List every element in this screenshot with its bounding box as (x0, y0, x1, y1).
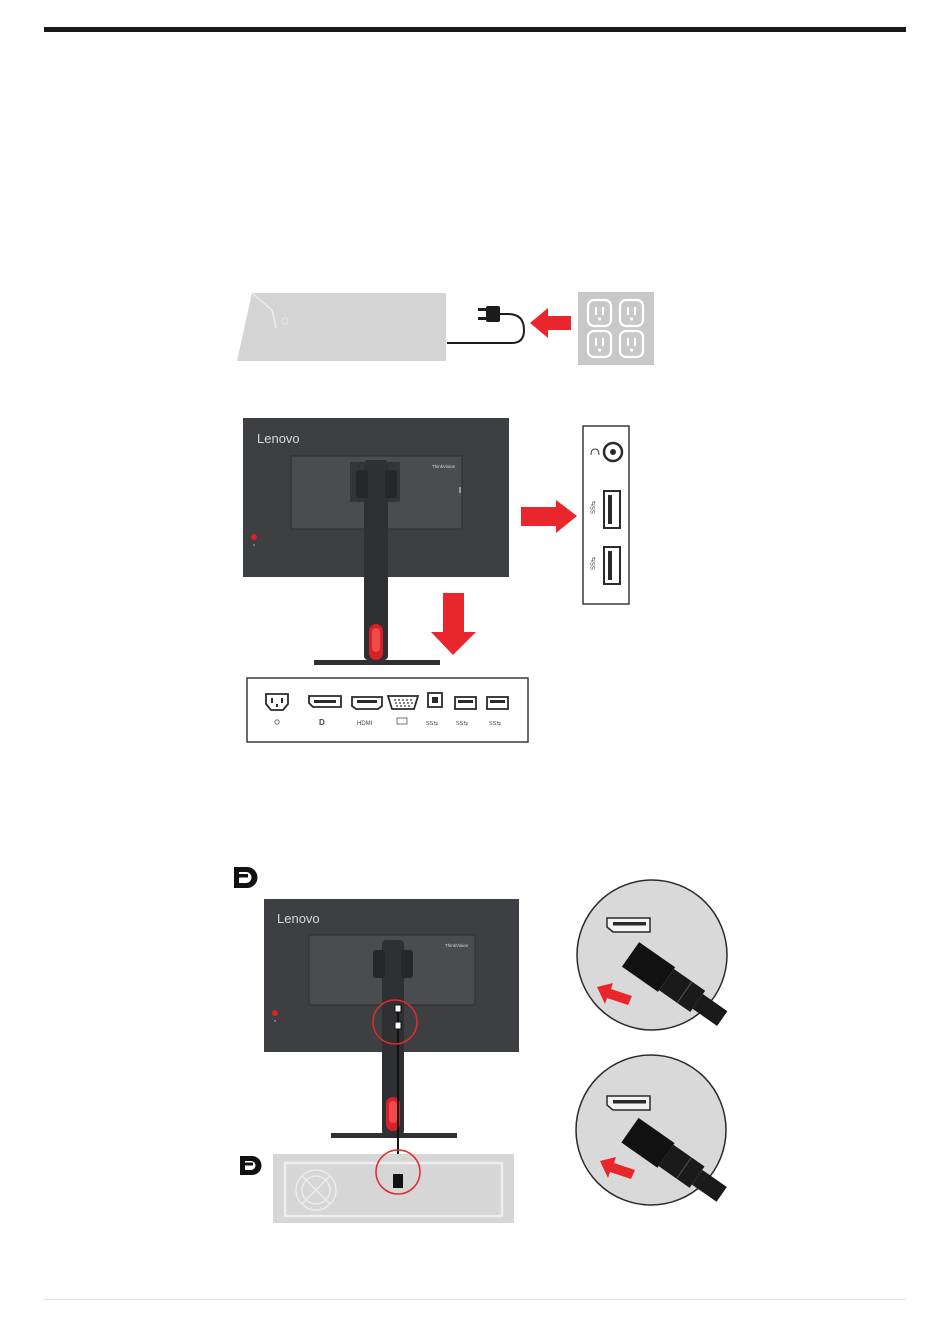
arrow-right-icon (521, 500, 577, 533)
lenovo-logo: Lenovo (277, 911, 320, 926)
usb-ss-symbol-icon: SS⇆ (590, 501, 597, 514)
wall-outlet-icon (578, 292, 654, 365)
dp-plug-computer (393, 1174, 403, 1188)
computer-rear-panel (273, 1154, 514, 1223)
dp-cable-detail-top (577, 880, 731, 1031)
svg-text:SS⇆: SS⇆ (426, 720, 438, 727)
thinkvision-logo: ThinkVision (445, 943, 469, 948)
power-led (251, 534, 257, 540)
monitor-ports-illustration: Lenovo ThinkVision SS⇆ SS⇆ (240, 415, 640, 745)
dp-cable-detail-bottom (576, 1055, 730, 1207)
displayport-connection-illustration: Lenovo ThinkVision (228, 862, 730, 1226)
displayport-logo-icon (240, 1156, 262, 1175)
hdmi-label: HDMI (357, 721, 373, 727)
bottom-rule (44, 1299, 906, 1300)
svg-text:D: D (319, 718, 325, 727)
power-connection-illustration (236, 290, 656, 366)
svg-text:SS⇆: SS⇆ (489, 720, 501, 727)
arrow-left-icon (530, 308, 571, 338)
bottom-port-panel: D HDMI SS⇆ SS⇆ (247, 678, 528, 742)
displayport-logo-icon (234, 867, 258, 888)
arrow-down-icon (431, 593, 476, 655)
side-port-panel: SS⇆ SS⇆ (583, 426, 629, 604)
fan-grille-icon (296, 1170, 336, 1210)
svg-text:SS⇆: SS⇆ (456, 720, 468, 727)
monitor-base-silhouette (237, 293, 446, 361)
top-rule (44, 27, 906, 32)
power-led (272, 1010, 278, 1016)
thinkvision-logo: ThinkVision (432, 464, 456, 469)
usb-ss-symbol-icon: SS⇆ (590, 557, 597, 570)
lenovo-logo: Lenovo (257, 431, 300, 446)
power-plug-icon (478, 306, 500, 322)
